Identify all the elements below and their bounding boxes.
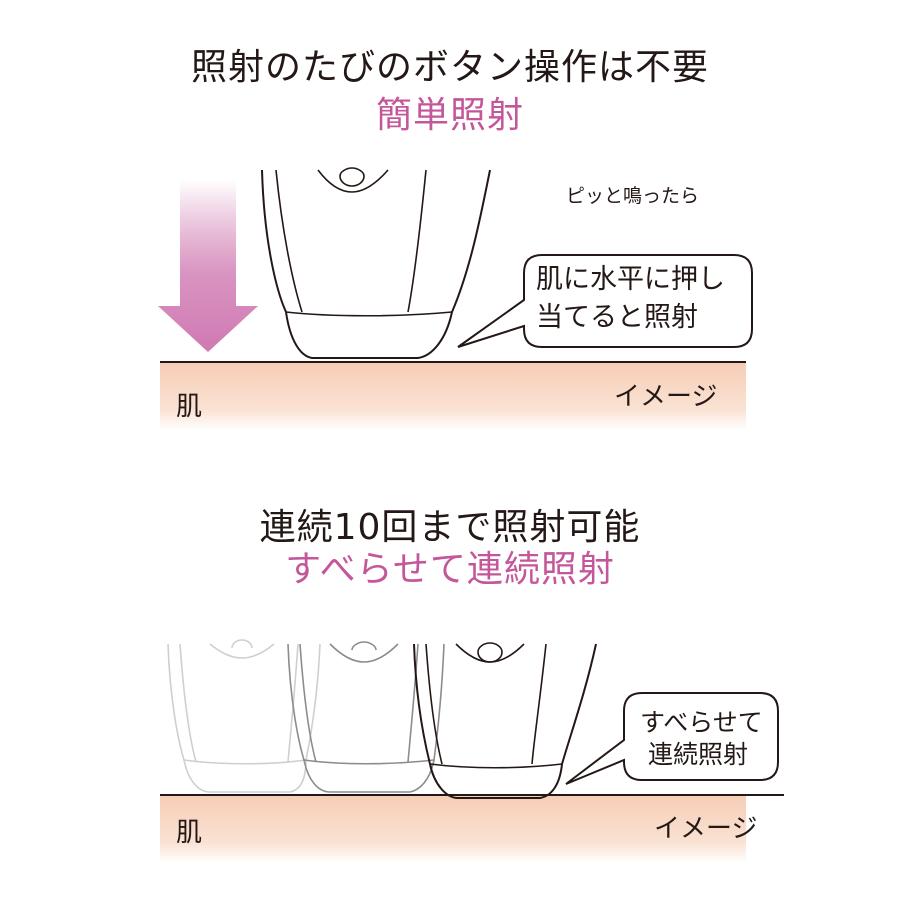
image-label-1: イメージ	[614, 382, 718, 412]
bubble1-line1: 肌に水平に押し	[536, 264, 725, 295]
bubble2-line1: すべらせて	[640, 708, 763, 737]
device-section2	[413, 642, 597, 799]
beep-note: ピッと鳴ったら	[566, 185, 700, 207]
device-ghost-faint	[167, 639, 321, 793]
skin-label-2: 肌	[176, 818, 203, 848]
skin-label-1: 肌	[176, 392, 203, 422]
section1-subtitle: 簡単照射	[375, 95, 524, 136]
image-label-2: イメージ	[654, 814, 758, 844]
skin-band-2	[160, 795, 746, 863]
device-section1	[261, 167, 491, 359]
skin-band-1	[160, 362, 746, 430]
bubble1-line2: 当てると照射	[536, 302, 698, 333]
device-ghost-medium	[287, 641, 445, 793]
section2-subtitle: すべらせて連続照射	[285, 549, 615, 590]
section1-title: 照射のたびのボタン操作は不要	[190, 47, 709, 88]
section2-title: 連続10回まで照射可能	[259, 507, 641, 548]
press-down-arrow-icon	[158, 180, 258, 352]
speech-bubble-1	[457, 254, 753, 348]
speech-bubble-2	[565, 692, 779, 785]
bubble2-line2: 連続照射	[648, 740, 749, 769]
